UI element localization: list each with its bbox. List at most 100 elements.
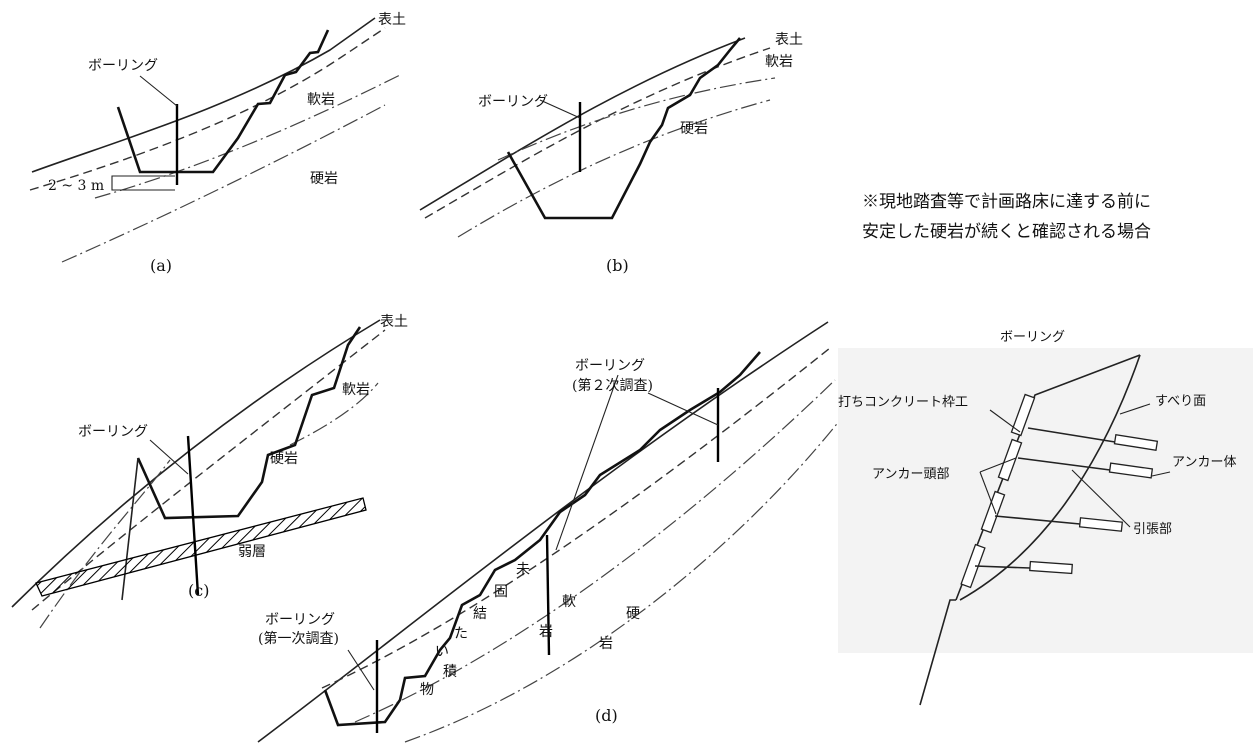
ground-surface-line <box>31 17 376 173</box>
frame-block <box>1010 393 1036 437</box>
anchor-tendon <box>1027 427 1116 443</box>
slope-face-line <box>955 354 1141 601</box>
hard-rock-boundary <box>404 419 841 743</box>
boring-label: ボーリング <box>78 424 148 440</box>
unconsolidated-char: 結 <box>473 606 487 622</box>
caption-a: (a) <box>150 256 172 275</box>
anchor-tendon <box>1017 457 1111 471</box>
panel-b: 表土 軟岩 ボーリング 硬岩 (b) <box>419 32 803 275</box>
hard-rock-boundary <box>497 77 776 161</box>
boring-first-leader <box>347 649 375 691</box>
anchor-head-leader <box>979 457 1017 473</box>
unconsolidated-char: い <box>435 644 449 660</box>
ground-surface-line <box>419 37 746 211</box>
hard-rock-boundary <box>94 74 401 199</box>
hard-rock-label: 硬岩 <box>310 171 338 187</box>
boring-second-leader-b <box>647 392 719 426</box>
surface-soil-label: 表土 <box>380 314 408 330</box>
depth-bracket <box>111 175 175 191</box>
boring-first-label: ボーリング <box>265 612 335 628</box>
boring-label: ボーリング <box>478 94 548 110</box>
anchor-figure: ボーリング 打ちコンクリート枠工 すべり面 アンカー頭部 アンカー体 引張部 <box>838 330 1253 706</box>
hard-rock-label: 硬岩 <box>270 451 298 467</box>
soft-rock-char: 岩 <box>539 624 553 640</box>
anchor-body <box>1078 517 1124 532</box>
panel-a: 表土 ボーリング 軟岩 硬岩 2 ~ 3 m (a) <box>29 12 406 275</box>
soft-rock-label: 軟岩 <box>342 382 370 398</box>
tension-part-label: 引張部 <box>1133 522 1172 537</box>
soft-rock-char: 軟 <box>562 594 576 610</box>
panel-d: ボーリング (第２次調査) ボーリング (第一次調査) 未 固 結 た い 積 … <box>257 321 841 743</box>
unconsolidated-boundary-dashed <box>321 347 831 689</box>
excavation-profile <box>323 351 761 727</box>
caption-d: (d) <box>595 706 618 725</box>
ground-surface-line <box>257 321 829 743</box>
boring-second-leader-a <box>555 374 619 551</box>
anchor-head-leader <box>979 471 997 515</box>
boring-line <box>186 435 200 596</box>
caption-b: (b) <box>606 256 629 275</box>
anchor-body <box>1113 434 1159 451</box>
excavation-profile <box>116 29 330 174</box>
hard-rock-label: 硬岩 <box>680 121 708 137</box>
anchor-body <box>1029 560 1073 575</box>
boring-leader <box>539 99 581 119</box>
boring-leader <box>149 439 189 475</box>
ground-surface-line <box>11 319 381 608</box>
boring-leader <box>139 75 178 107</box>
weak-layer-band <box>35 497 367 597</box>
slip-surface-curve <box>959 354 1141 601</box>
note-line-2: 安定した硬岩が続くと確認される場合 <box>862 222 1151 242</box>
frame-block <box>980 490 1006 534</box>
boring-first-sub-label: (第一次調査) <box>258 630 339 647</box>
slip-surface-leader <box>1119 403 1151 415</box>
frame-label: 打ちコンクリート枠工 <box>838 395 968 410</box>
surface-soil-label: 表土 <box>775 32 803 48</box>
anchor-body <box>1108 462 1154 479</box>
soft-rock-label: 軟 岩 <box>539 594 576 640</box>
soil-boundary-dashed <box>424 47 771 219</box>
boring-second-label: ボーリング <box>575 358 645 374</box>
anchor-tendon <box>974 565 1031 569</box>
soft-rock-boundary <box>354 379 836 723</box>
panel-c: 表土 軟岩 ボーリング 硬岩 弱層 (c) <box>11 314 408 629</box>
frame-block <box>960 543 986 589</box>
anchor-body-label: アンカー体 <box>1172 455 1236 470</box>
slope-toe-line <box>919 599 956 706</box>
note-line-1: ※現地踏査等で計画路床に達する前に <box>862 192 1151 212</box>
excavation-lower-edge <box>121 457 139 601</box>
unconsolidated-char: 固 <box>494 584 508 600</box>
unconsolidated-char: 積 <box>443 664 457 680</box>
slip-surface-label: すべり面 <box>1155 394 1206 409</box>
soil-boundary-dashed <box>31 329 386 611</box>
hard-rock-lower-line <box>457 99 771 238</box>
boring-label: ボーリング <box>88 58 158 74</box>
anchor-tendon <box>994 515 1081 525</box>
anchor-photo-background <box>838 348 1253 653</box>
soft-rock-label: 軟岩 <box>307 92 335 108</box>
anchor-body-leader <box>1151 471 1171 477</box>
surface-soil-label: 表土 <box>378 12 406 28</box>
excavation-profile <box>506 37 741 220</box>
depth-label: 2 ~ 3 m <box>48 178 104 194</box>
unconsolidated-label: 未 固 結 た い 積 物 <box>420 562 530 698</box>
hard-rock-char: 岩 <box>599 636 613 652</box>
boring-second-sub-label: (第２次調査) <box>572 377 653 394</box>
condition-note: ※現地踏査等で計画路床に達する前に 安定した硬岩が続くと確認される場合 <box>862 192 1151 242</box>
unconsolidated-char: 未 <box>516 562 530 578</box>
hard-rock-boundary <box>289 382 379 446</box>
anchor-figure-title: ボーリング <box>1000 330 1065 345</box>
soft-rock-label: 軟岩 <box>765 54 793 70</box>
unconsolidated-char: 物 <box>420 682 434 698</box>
boring-mid-line <box>545 534 551 656</box>
anchor-head-label: アンカー頭部 <box>872 467 949 482</box>
tension-part-leader <box>1071 469 1131 528</box>
caption-c: (c) <box>188 581 209 600</box>
soil-boundary-dashed <box>29 27 386 191</box>
hard-rock-label: 硬 岩 <box>599 606 640 652</box>
frame-leader <box>989 409 1021 433</box>
hard-rock-lower-line <box>39 459 171 629</box>
unconsolidated-char: た <box>454 626 468 642</box>
hard-rock-char: 硬 <box>626 606 640 622</box>
